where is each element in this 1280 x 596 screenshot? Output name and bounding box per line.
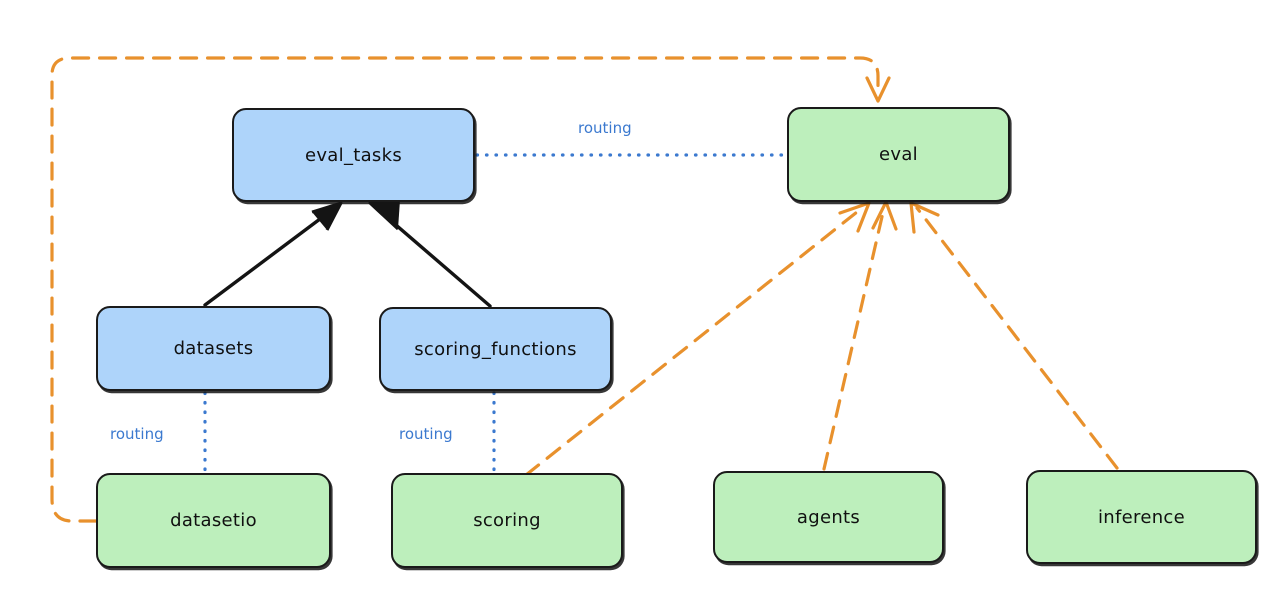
node-scoring[interactable]: scoring xyxy=(391,473,623,568)
node-datasetio[interactable]: datasetio xyxy=(96,473,331,568)
node-label-eval-tasks: eval_tasks xyxy=(304,144,403,166)
edge-datasetio-to-eval xyxy=(50,56,891,523)
node-label-scoring-functions: scoring_functions xyxy=(414,338,577,360)
edge-scoring-functions-to-eval-tasks xyxy=(368,198,492,308)
edge-datasets-to-eval-tasks xyxy=(203,201,343,307)
node-label-datasets: datasets xyxy=(173,338,254,359)
node-inference[interactable]: inference xyxy=(1026,470,1257,564)
node-label-scoring: scoring xyxy=(473,510,541,531)
edge-label-routing-scoring-functions-scoring: routing xyxy=(399,425,453,443)
node-label-datasetio: datasetio xyxy=(170,510,257,531)
edge-label-routing-datasets-datasetio: routing xyxy=(110,425,164,443)
node-label-eval: eval xyxy=(879,144,918,165)
edge-label-routing-eval-tasks-eval: routing xyxy=(578,119,632,137)
node-agents[interactable]: agents xyxy=(713,471,944,563)
edge-agents-to-eval xyxy=(822,200,898,471)
node-label-agents: agents xyxy=(796,506,861,528)
node-eval-tasks[interactable]: eval_tasks xyxy=(232,108,475,202)
node-label-inference: inference xyxy=(1098,506,1185,528)
node-scoring-functions[interactable]: scoring_functions xyxy=(379,307,612,391)
edge-inference-to-eval xyxy=(909,201,1119,470)
edge-scoring-to-eval xyxy=(524,201,871,477)
node-datasets[interactable]: datasets xyxy=(96,306,331,391)
node-eval[interactable]: eval xyxy=(787,107,1010,202)
